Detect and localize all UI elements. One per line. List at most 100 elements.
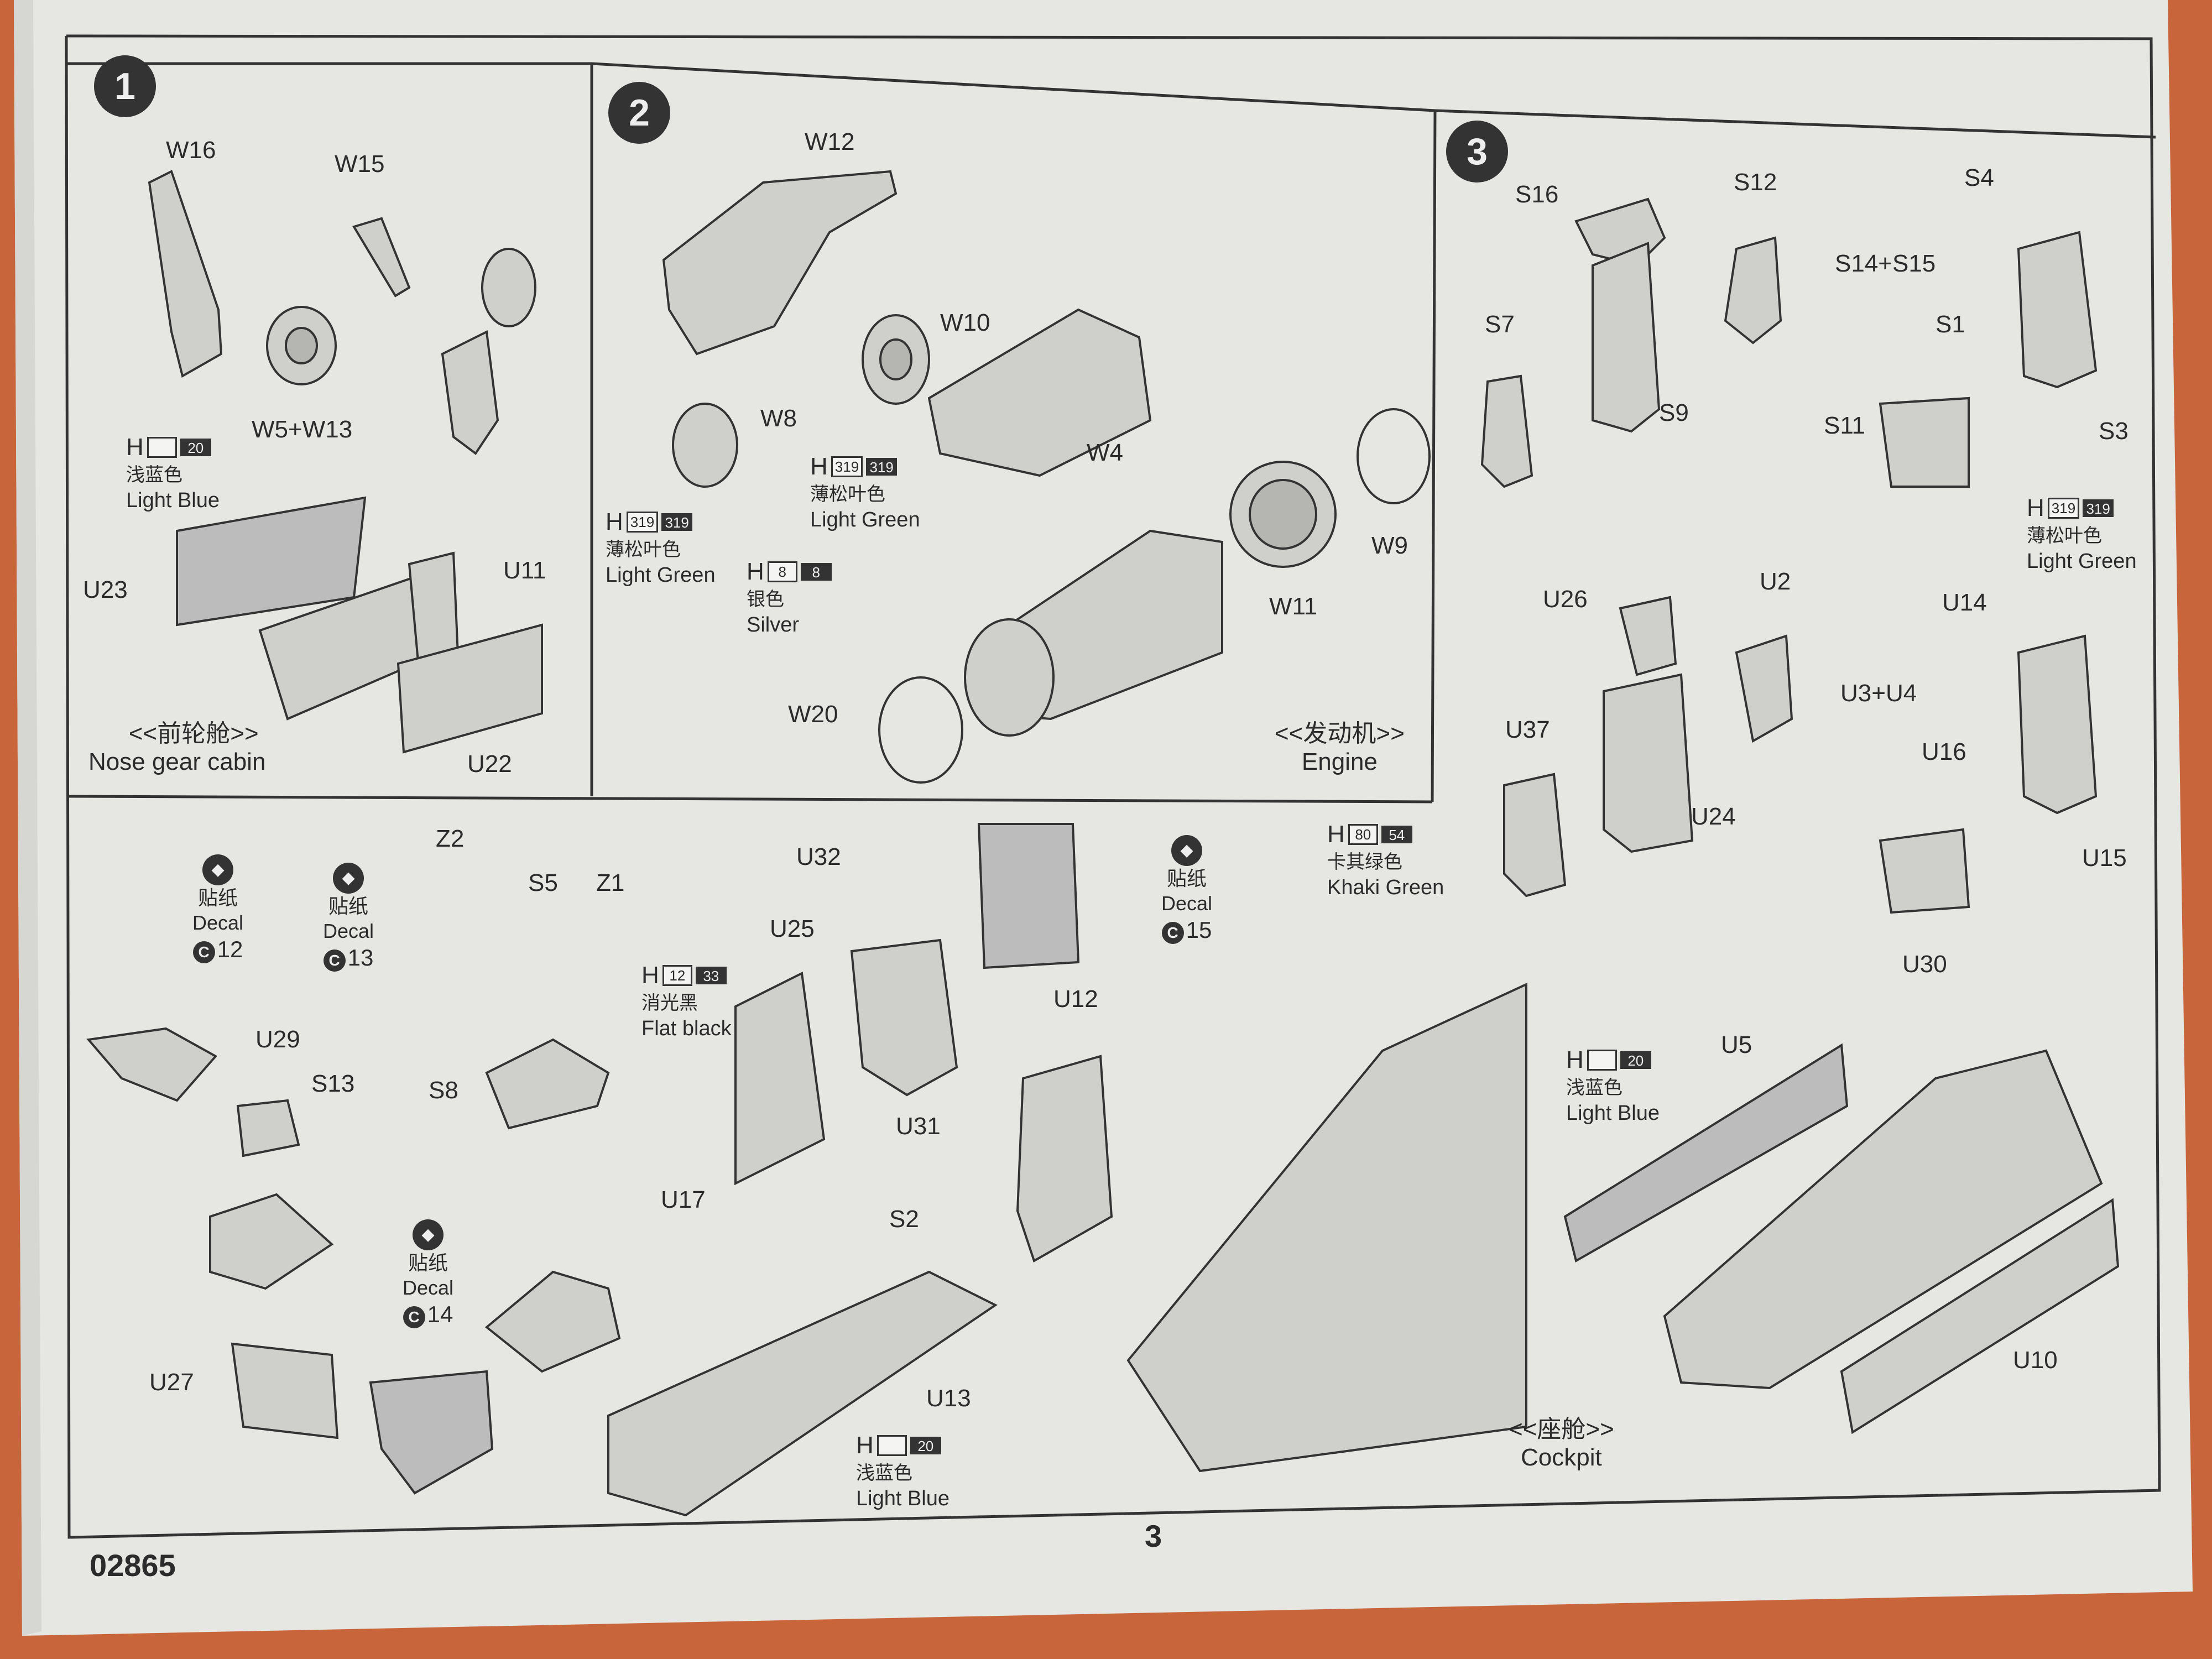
part-label: W20: [788, 701, 838, 728]
part-label: W8: [760, 405, 797, 432]
paint-code-box: [877, 1434, 907, 1456]
part-label: U26: [1543, 586, 1588, 613]
paint-name-cn: 浅蓝色: [126, 465, 182, 486]
part-label: U12: [1053, 985, 1098, 1013]
caption-cn: <<前轮舱>>: [128, 720, 259, 747]
decal-c-icon: C: [403, 1306, 425, 1328]
part-label: W11: [1269, 593, 1318, 620]
part-label: U16: [1922, 738, 1966, 765]
paint-code-box: 319: [626, 511, 659, 533]
paint-name-cn: 薄松叶色: [2027, 525, 2102, 547]
part-label: U23: [83, 576, 128, 603]
paint-code-box: 319: [866, 457, 898, 476]
paint-prefix: H: [126, 434, 144, 461]
part-label: S7: [1485, 311, 1515, 338]
paint-name-cn: 薄松叶色: [606, 539, 681, 561]
part-label: W5+W13: [252, 416, 353, 443]
part-label: S13: [311, 1070, 355, 1097]
part-label: W10: [940, 309, 990, 336]
decal-icon: ◆: [413, 1219, 444, 1250]
kit-number: 02865: [90, 1548, 176, 1583]
part-label: W4: [1087, 439, 1123, 466]
paint-prefix: H: [606, 508, 623, 535]
decal-c-icon: C: [192, 941, 215, 963]
part-label: U11: [503, 557, 546, 584]
decal-c-icon: C: [323, 950, 346, 972]
paint-name-cn: 卡其绿色: [1327, 852, 1402, 873]
paint-prefix: H: [641, 962, 659, 989]
paint-prefix: H: [856, 1432, 874, 1459]
paint-code-box: 80: [1348, 823, 1378, 845]
paint-name-en: Light Blue: [856, 1487, 950, 1511]
part-label: W16: [166, 137, 216, 164]
decal-en: Decal: [192, 911, 244, 934]
step-1-caption: <<前轮舱>> Nose gear cabin: [88, 720, 265, 776]
part-label: U13: [926, 1385, 971, 1412]
decal-en: Decal: [1161, 892, 1213, 915]
decal-icon: ◆: [202, 854, 234, 885]
part-label: U32: [796, 843, 841, 870]
page-number: 3: [1145, 1519, 1162, 1553]
paint-code-box: 8: [767, 561, 797, 582]
step-1-number: 1: [94, 55, 156, 117]
caption-en: Cockpit: [1521, 1443, 1602, 1471]
part-label: S14+S15: [1835, 250, 1936, 277]
cockpit-caption: <<座舱>> Cockpit: [1509, 1416, 1614, 1472]
step-3-number: 3: [1446, 121, 1508, 182]
decal-c-icon: C: [1161, 922, 1184, 944]
part-label: U25: [770, 915, 815, 942]
paint-name-en: Silver: [747, 613, 800, 637]
part-label: S8: [429, 1077, 458, 1104]
part-label: U15: [2082, 844, 2127, 872]
paint-code-box: 20: [180, 438, 211, 456]
decal-number: 15: [1186, 917, 1212, 943]
caption-cn: <<发动机>>: [1275, 720, 1405, 747]
paint-prefix: H: [810, 453, 828, 480]
part-label: S16: [1515, 181, 1559, 208]
part-label: S5: [528, 869, 558, 896]
decal-cn: 贴纸: [1167, 867, 1207, 890]
part-label: U24: [1691, 803, 1736, 830]
paint-name-en: Light Green: [810, 508, 920, 532]
paint-name-cn: 消光黑: [641, 993, 698, 1014]
paint-prefix: H: [2027, 494, 2044, 521]
decal-cn: 贴纸: [198, 886, 238, 909]
part-label: U14: [1942, 589, 1987, 616]
decal-number: 13: [347, 945, 374, 971]
part-label: U29: [255, 1026, 300, 1053]
paint-name-cn: 浅蓝色: [856, 1463, 912, 1484]
paint-prefix: H: [1327, 821, 1345, 848]
part-label: U3+U4: [1840, 680, 1917, 707]
part-label: U37: [1505, 716, 1550, 743]
paint-name-cn: 薄松叶色: [810, 484, 885, 505]
part-label: W15: [335, 150, 385, 178]
caption-cn: <<座舱>>: [1509, 1416, 1614, 1443]
decal-icon: ◆: [333, 863, 364, 894]
part-label: U10: [2013, 1347, 2058, 1374]
caption-en: Engine: [1301, 748, 1378, 775]
paint-code-box: 319: [2083, 499, 2114, 517]
paint-code-box: 54: [1381, 825, 1412, 843]
paint-name-en: Light Green: [606, 564, 716, 587]
paint-prefix: H: [747, 558, 764, 585]
part-label: S2: [889, 1206, 919, 1233]
part-label: Z2: [436, 825, 465, 852]
paint-code-box: 319: [831, 456, 863, 477]
part-label: U5: [1721, 1031, 1752, 1058]
paint-code-box: 8: [800, 562, 832, 581]
part-label: U2: [1760, 568, 1791, 595]
step-2-number: 2: [608, 82, 670, 144]
step-2-caption: <<发动机>> Engine: [1275, 720, 1405, 776]
paint-name-en: Flat black: [641, 1017, 732, 1041]
paint-name-cn: 银色: [747, 589, 784, 611]
decal-icon: ◆: [1171, 835, 1203, 866]
part-label: U31: [896, 1113, 941, 1140]
